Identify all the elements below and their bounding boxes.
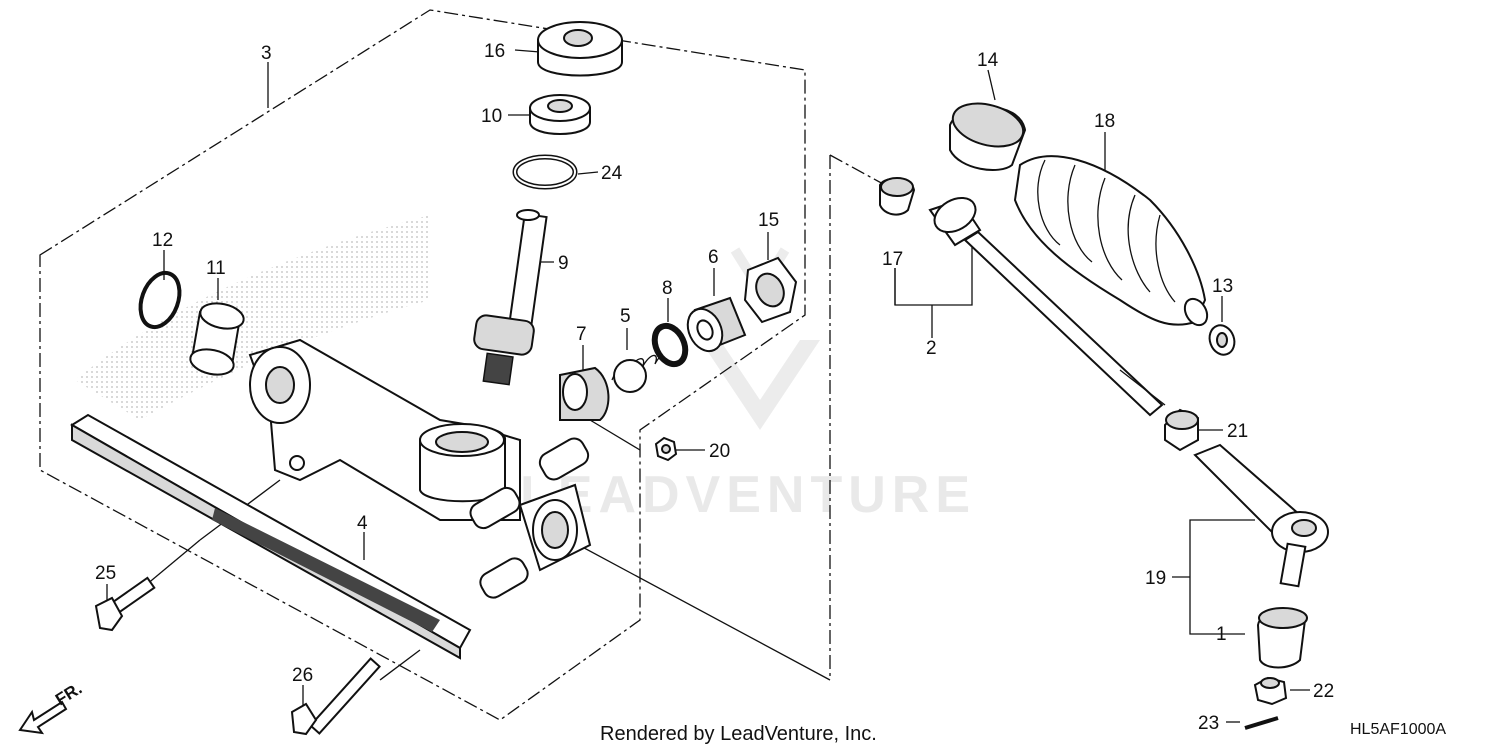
label-24: 24 — [601, 163, 623, 184]
callout-labels: 1 2 3 4 5 6 7 8 9 10 11 12 13 14 15 16 1… — [95, 41, 1334, 734]
label-4: 4 — [357, 513, 368, 534]
watermark: LEADVENTURE — [520, 247, 976, 524]
part-12-ring — [138, 270, 182, 330]
part-1-dust-boot — [1256, 607, 1308, 669]
part-11-bushing — [189, 302, 245, 376]
part-9-pinion — [473, 209, 548, 386]
label-15: 15 — [758, 210, 779, 231]
watermark-text: LEADVENTURE — [520, 466, 976, 524]
part-18-boot — [1013, 155, 1209, 327]
label-6: 6 — [708, 247, 719, 268]
part-8-o-ring — [651, 322, 689, 368]
watermark-logo-icon — [700, 340, 820, 430]
label-14: 14 — [977, 50, 999, 71]
part-25-bolt — [94, 576, 156, 632]
label-10: 10 — [481, 106, 502, 127]
label-7: 7 — [576, 324, 587, 345]
label-9: 9 — [558, 253, 569, 274]
part-17-ring — [879, 177, 916, 216]
label-8: 8 — [662, 278, 673, 299]
part-7-rack-guide — [559, 366, 610, 421]
part-13-clip — [1208, 324, 1236, 356]
label-17: 17 — [882, 249, 903, 270]
steering-gear-housing — [248, 338, 592, 599]
label-25: 25 — [95, 563, 116, 584]
part-24-snap-ring — [512, 154, 578, 190]
label-13: 13 — [1212, 276, 1233, 297]
dotted-shading — [75, 215, 430, 420]
part-14-clamp — [949, 102, 1027, 171]
label-21: 21 — [1227, 421, 1248, 442]
label-26: 26 — [292, 665, 313, 686]
part-26-bolt — [290, 657, 381, 736]
label-23: 23 — [1198, 713, 1219, 734]
assembly-outline-2 — [829, 154, 886, 680]
part-19-tie-rod-end — [1193, 443, 1329, 588]
render-credit: Rendered by LeadVenture, Inc. — [600, 723, 877, 745]
front-arrow-icon — [18, 700, 68, 735]
part-20-nut — [654, 436, 678, 462]
front-indicator: FR. — [18, 679, 85, 735]
label-22: 22 — [1313, 681, 1334, 702]
label-11: 11 — [206, 258, 226, 279]
label-19: 19 — [1145, 568, 1166, 589]
part-15-lock-nut — [743, 256, 798, 324]
label-5: 5 — [620, 306, 631, 327]
part-22-castle-nut — [1253, 676, 1288, 706]
part-23-cotter-pin — [1244, 716, 1279, 730]
label-12: 12 — [152, 230, 173, 251]
diagram-code: HL5AF1000A — [1350, 721, 1446, 738]
part-10-seal — [529, 94, 591, 135]
label-16: 16 — [484, 41, 505, 62]
label-1: 1 — [1216, 624, 1227, 645]
label-20: 20 — [709, 441, 730, 462]
part-4-rack — [70, 413, 472, 660]
label-2: 2 — [926, 338, 937, 359]
part-6-plug — [686, 296, 747, 353]
label-18: 18 — [1094, 111, 1115, 132]
label-3: 3 — [261, 43, 272, 64]
part-21-nut — [1164, 408, 1199, 452]
part-16-cap — [537, 21, 623, 77]
part-2-tie-rod — [928, 196, 1166, 417]
